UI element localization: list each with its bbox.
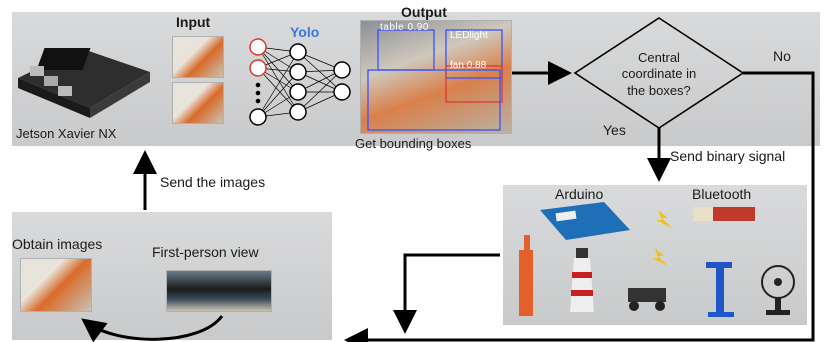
jetson-label: Jetson Xavier NX [16, 126, 117, 141]
input-image-1 [172, 36, 224, 78]
captured-image [20, 258, 92, 312]
fpv-label: First-person view [152, 244, 259, 260]
decision-line-1: Central [638, 50, 680, 65]
decision-line-3: the boxes? [627, 83, 691, 98]
signal-label: Send binary signal [670, 148, 786, 164]
bluetooth-label: Bluetooth [692, 186, 752, 202]
no-label: No [773, 48, 791, 64]
bbox-label: Get bounding boxes [355, 136, 472, 151]
input-image-2 [172, 82, 224, 124]
arduino-label: Arduino [555, 186, 604, 202]
yolo-label: Yolo [290, 24, 320, 40]
send-images-label: Send the images [160, 174, 266, 190]
detection-label-ledlight: LEDlight [450, 30, 488, 41]
detection-label-table: table 0.90 [380, 22, 429, 33]
output-label: Output [401, 4, 447, 20]
fpv-image [166, 270, 272, 312]
detection-label-fan: fan 0.88 [450, 60, 487, 71]
input-label: Input [176, 14, 211, 30]
obtain-images-label: Obtain images [12, 236, 103, 252]
yes-label: Yes [603, 122, 626, 138]
output-image [360, 20, 512, 134]
decision-line-2: coordinate in [621, 66, 697, 81]
